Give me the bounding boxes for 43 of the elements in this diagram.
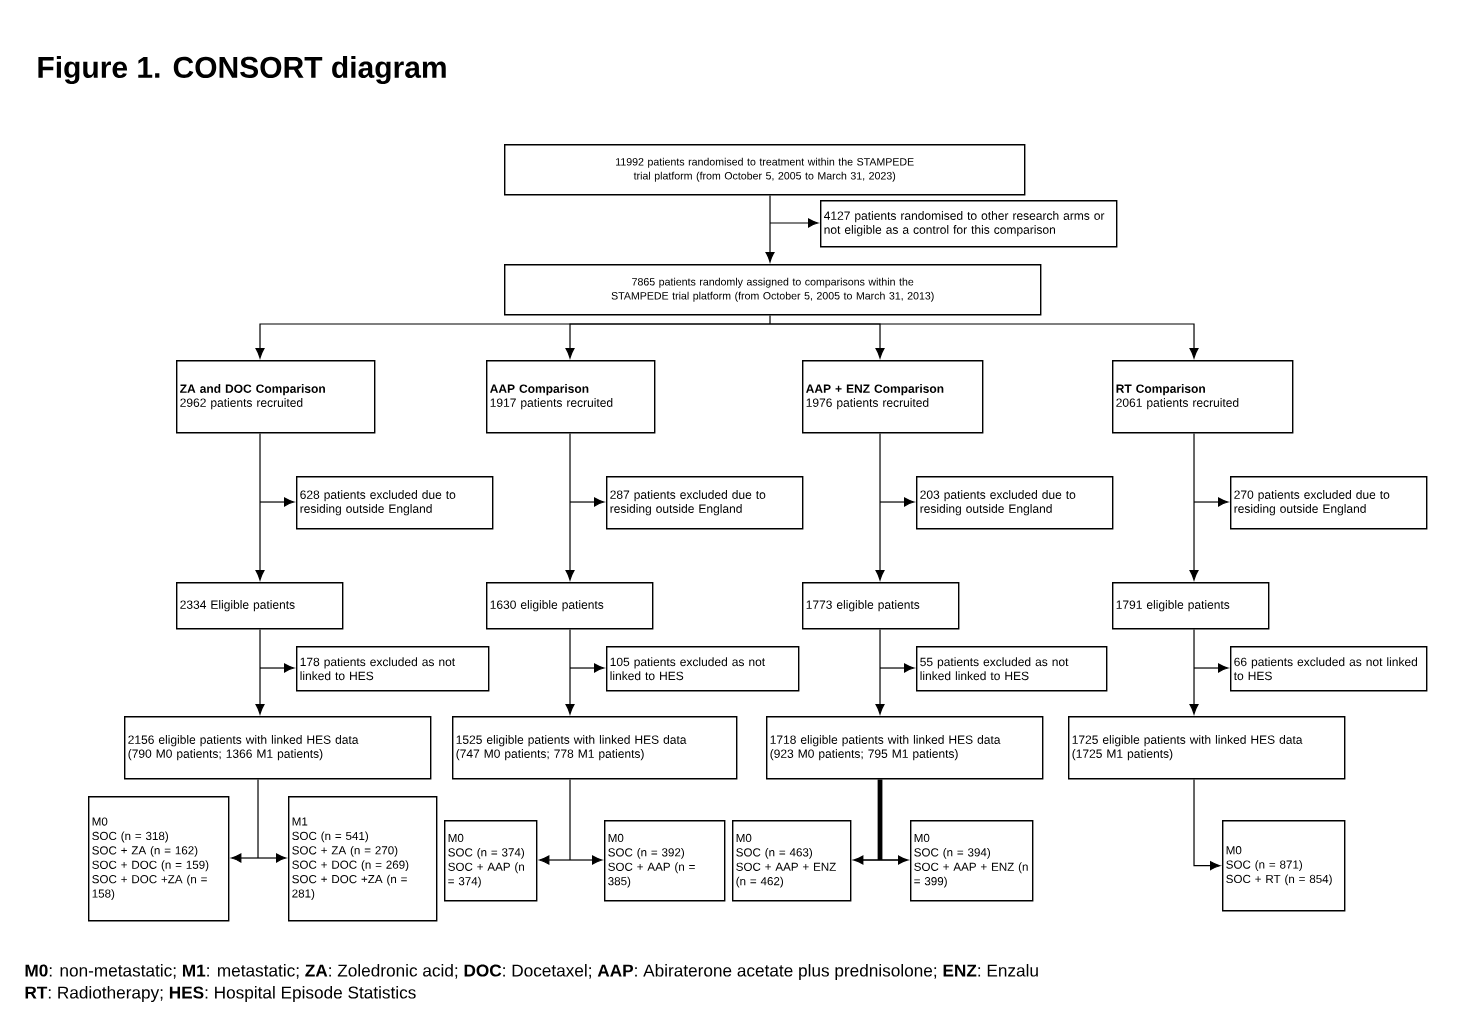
connector-line [569, 628, 571, 669]
arrow [255, 667, 265, 715]
arrow [259, 497, 295, 507]
connector-line [257, 778, 259, 859]
arrow [1193, 663, 1229, 673]
connector-line [259, 628, 261, 669]
arrow [769, 323, 1199, 359]
arrow [1193, 778, 1221, 871]
arrow [569, 855, 603, 865]
arrow [259, 663, 295, 673]
arrow [539, 855, 571, 865]
arrow [569, 497, 605, 507]
arrow [565, 501, 575, 581]
legend-note: M0: non-metastatic; M1: metastatic; ZA: Zoledronic acid; DOC: Docetaxel; AAP: Abiraterone acetate plus prednisolone; ENZ: Enzalu [25, 964, 1038, 981]
arrow [875, 667, 885, 715]
connector-line [877, 779, 883, 860]
connector-line [569, 432, 571, 503]
arrow [879, 855, 908, 865]
arrow [231, 853, 259, 863]
arrow [565, 323, 771, 359]
arrow [1189, 501, 1199, 581]
arrow [569, 663, 605, 673]
arrow [879, 497, 915, 507]
connector-line [259, 432, 261, 503]
connector-line [1193, 432, 1195, 503]
connector-line [769, 194, 771, 224]
arrow [879, 663, 915, 673]
connector-line [879, 432, 881, 503]
arrow [853, 855, 881, 865]
arrow [765, 222, 775, 263]
arrow [565, 667, 575, 715]
connector-line [769, 314, 771, 325]
legend-note: RT: Radiotherapy; HES: Hospital Episode Statistics [25, 986, 416, 1003]
connector-line [879, 628, 881, 669]
arrow [769, 218, 819, 228]
connector-line [569, 778, 571, 861]
arrow [1189, 667, 1199, 715]
connector-line [1193, 628, 1195, 669]
arrow [875, 501, 885, 581]
arrow [255, 501, 265, 581]
arrow [257, 853, 287, 863]
arrow [1193, 497, 1229, 507]
figure-title: Figure 1. CONSORT diagram [38, 55, 446, 85]
